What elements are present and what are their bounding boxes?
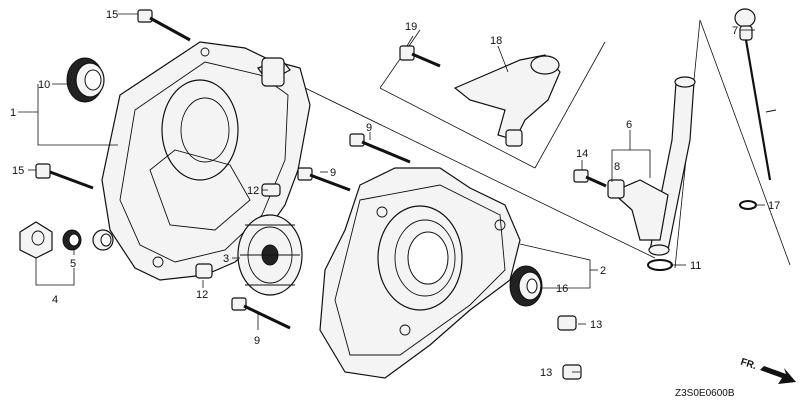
flange-bolt-part-9-bottom (231, 297, 291, 330)
callout-17: 17 (768, 200, 780, 212)
callout-11: 11 (690, 260, 701, 272)
callout-9-top: 9 (366, 122, 372, 134)
o-ring-part-17 (739, 200, 757, 210)
callout-5: 5 (70, 258, 76, 270)
callout-15-top: 15 (106, 9, 118, 21)
flange-bolt-part-14 (573, 169, 607, 188)
callout-4: 4 (52, 294, 58, 306)
front-arrow-icon (760, 366, 796, 384)
callout-12-lower: 12 (196, 289, 208, 301)
callout-leader-lines (18, 13, 765, 373)
callout-14: 14 (576, 148, 588, 160)
o-ring-part-11 (647, 259, 673, 271)
callout-13-upper: 13 (590, 319, 602, 331)
callout-2: 2 (600, 265, 606, 277)
callout-8: 8 (614, 161, 620, 173)
collar-part-8 (607, 179, 625, 199)
o-ring-part-5 (62, 229, 114, 251)
callout-13-lower: 13 (540, 367, 552, 379)
callout-labels: 15 10 1 15 5 4 3 12 12 9 9 9 2 16 13 13 … (10, 9, 780, 379)
dowel-pin-part-13-upper (557, 315, 577, 331)
dowel-pin-part-12-lower (195, 263, 213, 279)
dipstick-part-7 (734, 8, 777, 181)
callout-15-side: 15 (12, 165, 24, 177)
crankcase-part-2 (319, 167, 521, 379)
drain-plug-part-4 (19, 221, 53, 259)
flange-bolt-part-19 (399, 45, 441, 68)
callout-1: 1 (10, 107, 16, 119)
callout-16: 16 (556, 283, 568, 295)
callout-12-upper: 12 (247, 185, 259, 197)
flange-bolt-part-9-middle (297, 167, 351, 192)
callout-18: 18 (490, 35, 502, 47)
oil-seal-part-10 (66, 57, 105, 103)
front-direction-label: FR. (739, 357, 758, 373)
bearing-part-16 (509, 265, 543, 307)
callout-7: 7 (732, 25, 738, 37)
callout-6: 6 (626, 119, 632, 131)
callout-9-middle: 9 (330, 167, 336, 179)
flange-bolt-part-15-side (35, 163, 94, 190)
callout-9-bottom: 9 (254, 335, 260, 347)
bracket-part-18 (453, 54, 561, 147)
oil-filler-tube-part-6 (610, 76, 696, 256)
flange-bolt-part-15-top (137, 9, 191, 42)
callout-10: 10 (38, 79, 50, 91)
flange-bolt-part-9-top (349, 133, 411, 164)
callout-3: 3 (223, 253, 229, 265)
governor-gear-part-3 (237, 214, 303, 296)
front-direction-indicator: FR. (739, 357, 796, 384)
drawing-code: Z3S0E0600B (675, 388, 735, 399)
callout-19: 19 (405, 21, 417, 33)
